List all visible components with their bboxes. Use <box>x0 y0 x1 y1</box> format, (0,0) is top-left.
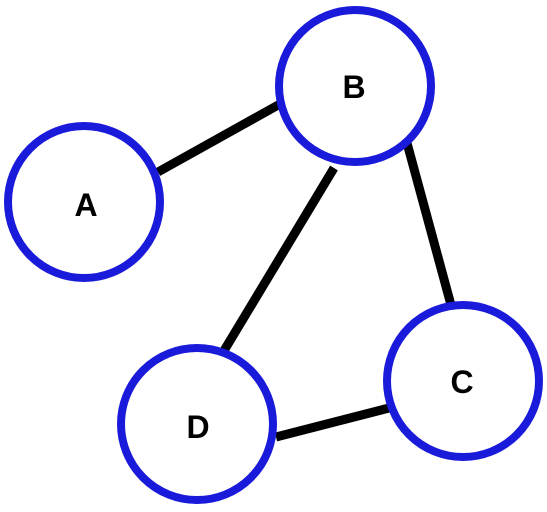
edge-d-c <box>274 403 391 442</box>
edge-b-c <box>402 141 456 307</box>
node-a: A <box>4 122 164 282</box>
node-c-circle <box>383 301 543 461</box>
node-a-circle <box>4 122 164 282</box>
node-c-label: C <box>450 364 473 400</box>
node-b-label: B <box>342 69 365 105</box>
node-c: C <box>383 301 543 461</box>
edge-b-d <box>218 165 338 357</box>
node-d-circle <box>117 344 277 504</box>
edge-a-b <box>155 100 283 176</box>
node-b-circle <box>275 6 435 166</box>
node-d: D <box>117 344 277 504</box>
nodes-layer: A B C D <box>4 6 543 504</box>
node-b: B <box>275 6 435 166</box>
node-a-label: A <box>74 187 97 223</box>
edges-layer <box>155 100 456 442</box>
node-d-label: D <box>186 409 209 445</box>
